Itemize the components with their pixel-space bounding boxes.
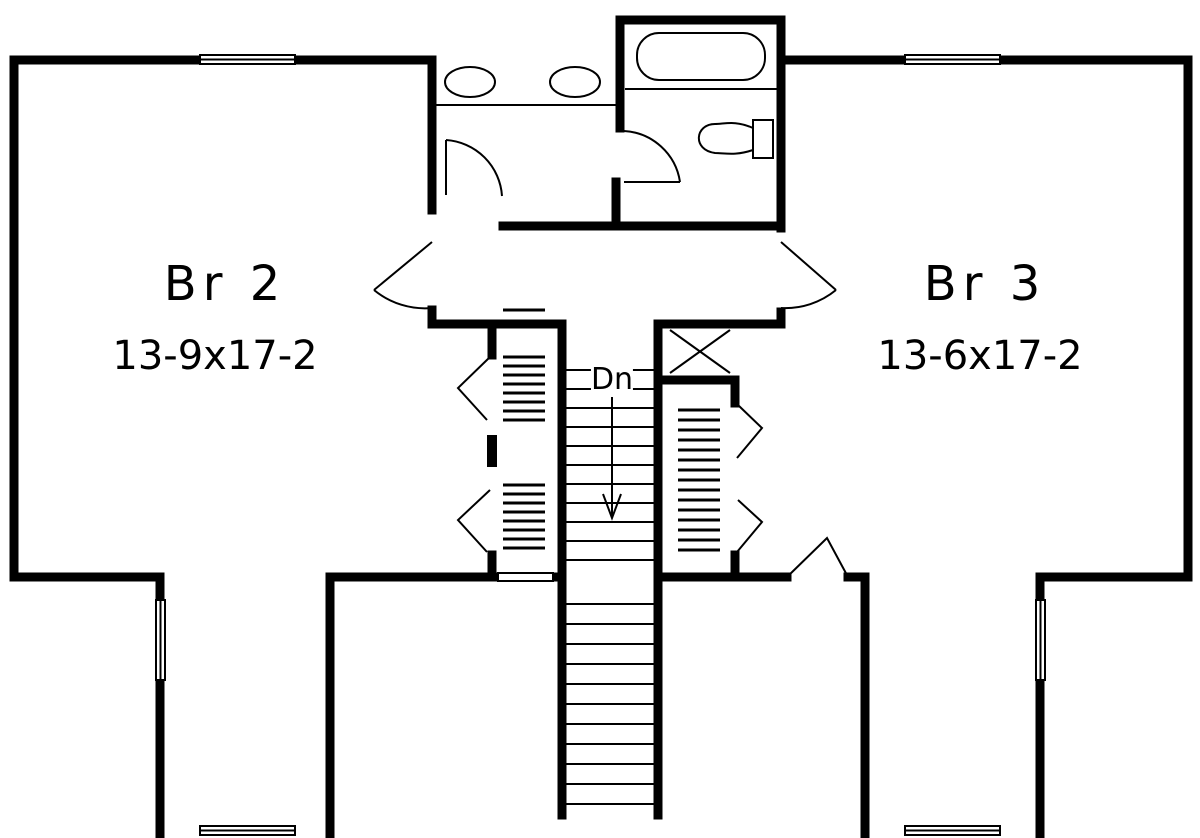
shelving	[503, 308, 720, 552]
room-dimensions-br3: 13-6x17-2	[877, 333, 1083, 379]
linen-chase	[669, 329, 731, 374]
fixtures	[436, 32, 777, 159]
room-name-br3: Br 3	[923, 256, 1047, 312]
windows	[155, 54, 1046, 836]
toilet-tank	[752, 119, 774, 159]
room-name-br2: Br 2	[163, 256, 287, 312]
toilet-bowl	[697, 122, 754, 155]
walls	[9, 15, 1193, 838]
stair-treads	[566, 369, 654, 805]
sink-left	[444, 66, 496, 98]
doors	[373, 130, 849, 578]
room-dimensions-br2: 13-9x17-2	[112, 333, 318, 379]
bathtub	[636, 32, 766, 81]
stairs-down-label: Dn	[590, 362, 634, 397]
sink-right	[549, 66, 601, 98]
